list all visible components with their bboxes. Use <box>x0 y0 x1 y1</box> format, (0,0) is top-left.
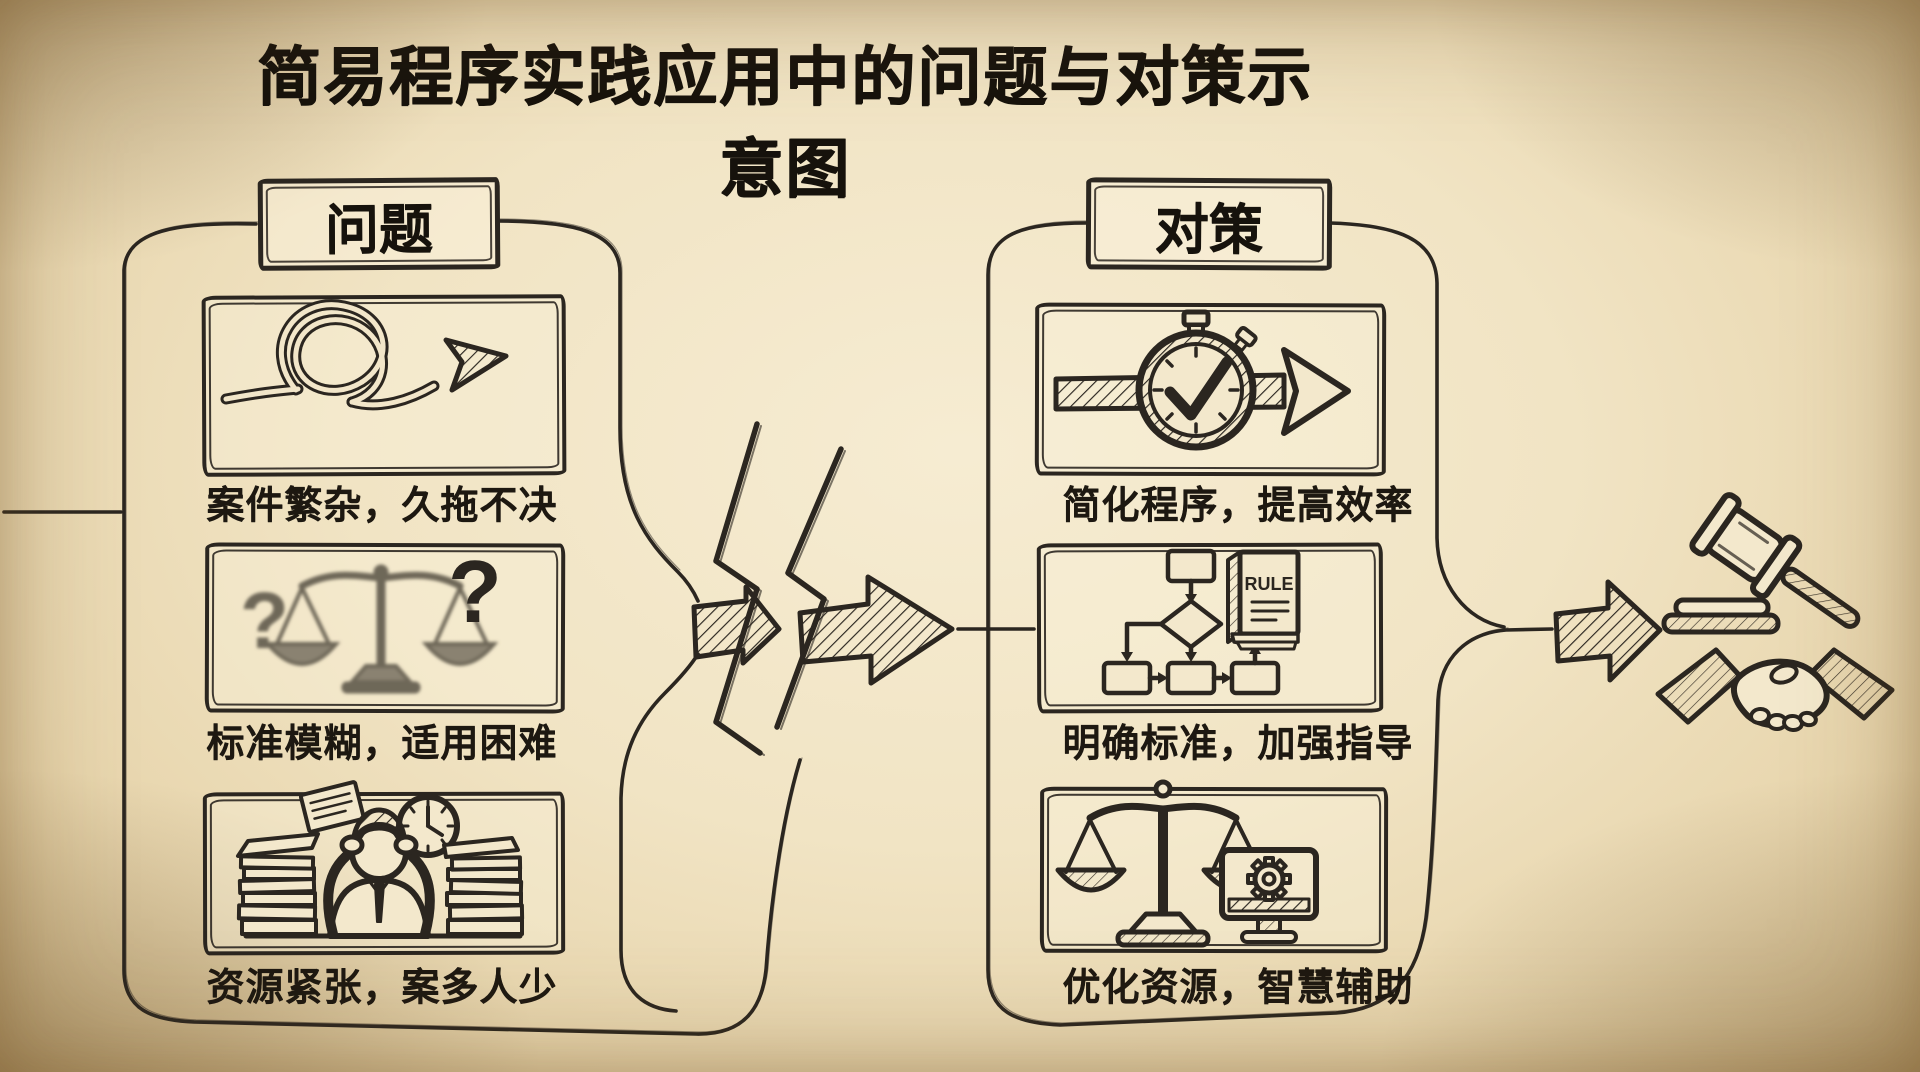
page-title: 简易程序实践应用中的问题与对策示意图 <box>257 41 1313 205</box>
countermeasure-caption-2: 明确标准，加强指导 <box>1062 723 1414 765</box>
problem-caption-1: 案件繁杂，久拖不决 <box>206 485 558 527</box>
countermeasures-label-text: 对策 <box>1154 199 1264 260</box>
countermeasures-label: 对策 <box>1085 177 1333 271</box>
countermeasure-caption-3: 优化资源，智慧辅助 <box>1062 967 1414 1009</box>
problems-label-text: 问题 <box>324 199 434 260</box>
problem-caption-2: 标准模糊，适用困难 <box>206 723 558 765</box>
problem-caption-3: 资源紧张，案多人少 <box>206 967 558 1009</box>
countermeasure-caption-1: 简化程序，提高效率 <box>1062 485 1414 527</box>
problems-label: 问题 <box>257 177 501 271</box>
